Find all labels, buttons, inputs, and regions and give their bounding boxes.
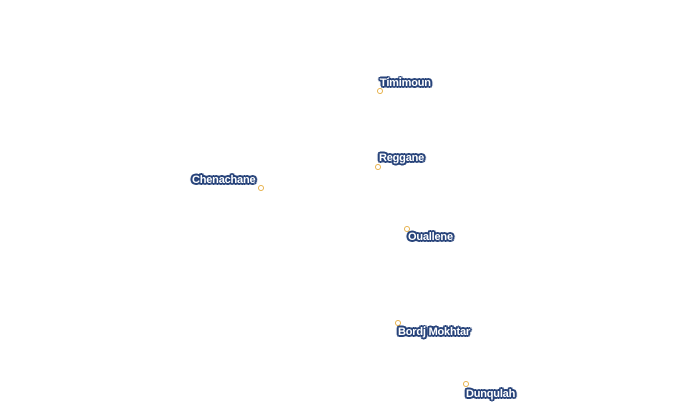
city-dot-icon xyxy=(377,88,383,94)
place-label: Ouallene xyxy=(408,231,453,243)
place-label: Chenachane xyxy=(192,174,256,186)
place-timimoun[interactable]: Timimoun xyxy=(377,77,431,94)
place-bordj-mokhtar[interactable]: Bordj Mokhtar xyxy=(395,320,470,338)
place-chenachane[interactable]: Chenachane xyxy=(192,174,264,191)
city-dot-icon xyxy=(404,226,410,232)
city-dot-icon xyxy=(375,164,381,170)
city-dot-icon xyxy=(258,185,264,191)
place-label: Reggane xyxy=(379,152,425,164)
place-dunqulah[interactable]: Dunqulah xyxy=(463,381,515,400)
place-label: Dunqulah xyxy=(466,388,516,400)
place-label: Bordj Mokhtar xyxy=(398,326,470,338)
place-ouallene[interactable]: Ouallene xyxy=(404,226,453,243)
city-dot-icon xyxy=(395,320,401,326)
place-reggane[interactable]: Reggane xyxy=(375,152,424,170)
city-dot-icon xyxy=(463,381,469,387)
place-label: Timimoun xyxy=(380,77,431,89)
